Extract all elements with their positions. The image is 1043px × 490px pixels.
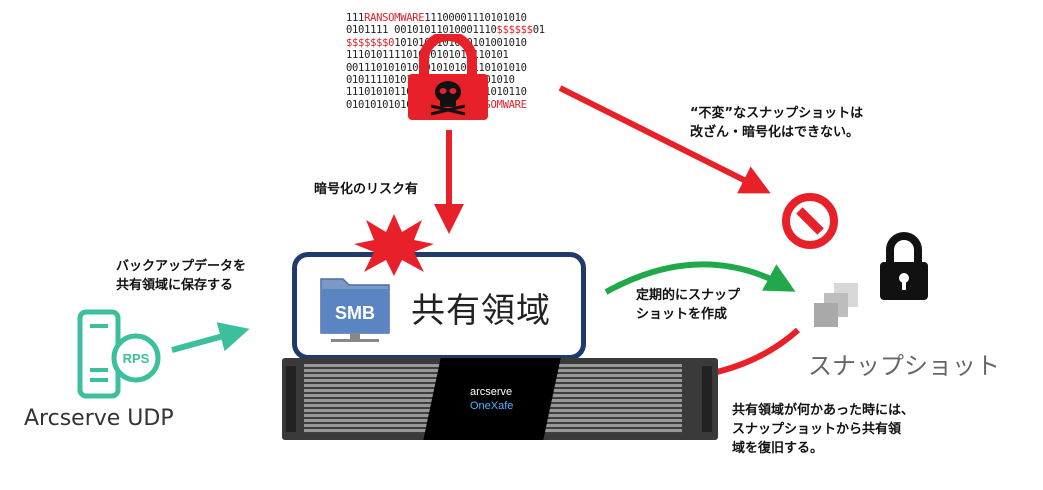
binary-segment: 111 (346, 12, 365, 24)
appliance-center-panel (423, 358, 561, 440)
appliance-brand: arcserve (470, 386, 513, 398)
smb-text: SMB (335, 303, 375, 323)
appliance-handle-left (286, 366, 296, 432)
shared-area-label: 共有領域 (411, 291, 551, 331)
backup-arrow (171, 322, 250, 353)
rps-text: RPS (123, 351, 150, 366)
encryption-risk-label: 暗号化のリスク有 (314, 182, 419, 197)
binary-segment: 001110101010101010101110101010 (346, 61, 527, 74)
binary-segment: 11100001110101010 (424, 12, 527, 24)
attack-burst-icon (354, 214, 434, 276)
appliance-grille-right (542, 364, 682, 434)
binary-segment: 01 (532, 24, 545, 37)
binary-red-segment: $$$$$$$0 (346, 36, 395, 49)
binary-line: 111RANSOMWARE11100001110101010 (346, 12, 551, 24)
arcserve-udp-label: Arcserve UDP (24, 406, 174, 431)
lock-icon (880, 232, 928, 300)
skull-icon (430, 81, 466, 116)
rps-server-icon: RPS (77, 309, 161, 399)
appliance-product: OneXafe (470, 400, 514, 412)
appliance-handle-right (702, 366, 712, 432)
binary-red-segment: $$$$$$ (496, 24, 533, 37)
smb-folder-icon: SMB (320, 278, 390, 342)
snapshot-create-arrow (604, 261, 796, 295)
snapshot-label: スナップショット (808, 352, 1000, 380)
binary-line: 001110101010101010101110101010 (346, 62, 551, 74)
periodic-snapshot-note: 定期的にスナップ ショットを作成 (636, 288, 741, 322)
restore-note: 共有領域が何かあった時には、 スナップショットから共有領 域を復旧する。 (732, 403, 915, 456)
prohibited-icon (782, 193, 838, 249)
ransomware-lock-icon (408, 34, 488, 120)
backup-note: バックアップデータを 共有領域に保存する (116, 259, 247, 293)
shared-area-box: SMB 共有領域 (292, 252, 586, 360)
binary-red-segment: RANSOMWARE (364, 12, 425, 24)
appliance-grille-left (304, 364, 444, 434)
snapshot-stack-icon (814, 283, 858, 327)
immutable-snapshot-note: “不変”なスナップショットは 改ざん・暗号化はできない。 (690, 106, 864, 140)
attack-arrow-snapshot (558, 85, 771, 194)
appliance-server: arcserve OneXafe (282, 358, 718, 440)
